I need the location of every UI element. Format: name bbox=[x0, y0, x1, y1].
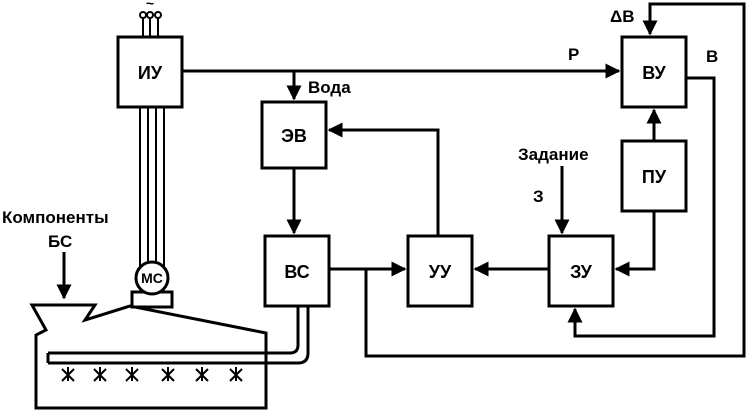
block-pu-label: ПУ bbox=[642, 167, 667, 187]
label-p: Р bbox=[568, 45, 579, 64]
nozzle-row bbox=[61, 367, 243, 382]
label-water: Вода bbox=[308, 78, 351, 97]
block-uu-label: УУ bbox=[429, 262, 452, 282]
block-uu bbox=[406, 234, 474, 308]
label-b: В bbox=[706, 47, 718, 66]
steam-pipe-inner bbox=[48, 304, 310, 365]
motor-cables bbox=[139, 107, 165, 268]
label-delta-b: ΔВ bbox=[610, 7, 635, 26]
block-zu-label: ЗУ bbox=[570, 262, 593, 282]
block-zu bbox=[547, 234, 615, 308]
power-terminals bbox=[139, 11, 162, 37]
arrow-delta-b-feedback bbox=[364, 2, 746, 358]
motor-label: МС bbox=[141, 270, 163, 286]
label-bs: БС bbox=[48, 232, 72, 251]
steam-pipe-outer bbox=[48, 304, 300, 355]
ac-symbol: ~ bbox=[146, 0, 154, 11]
label-components: Компоненты bbox=[2, 208, 109, 227]
arrow-pu-zu bbox=[614, 211, 656, 277]
block-vs bbox=[263, 234, 331, 308]
block-vs-label: ВС bbox=[284, 262, 309, 282]
arrow-uu-ev bbox=[327, 122, 440, 236]
motor bbox=[134, 260, 170, 296]
block-vu-label: ВУ bbox=[642, 63, 666, 83]
block-iu-label: ИУ bbox=[138, 63, 163, 83]
block-vu bbox=[620, 35, 688, 109]
mixer-vessel bbox=[29, 303, 268, 410]
arrow-vu-zu bbox=[567, 76, 716, 338]
label-task: Задание bbox=[518, 145, 589, 164]
label-z: З bbox=[533, 187, 544, 206]
block-ev-label: ЭВ bbox=[281, 126, 307, 146]
block-pu bbox=[620, 139, 688, 213]
